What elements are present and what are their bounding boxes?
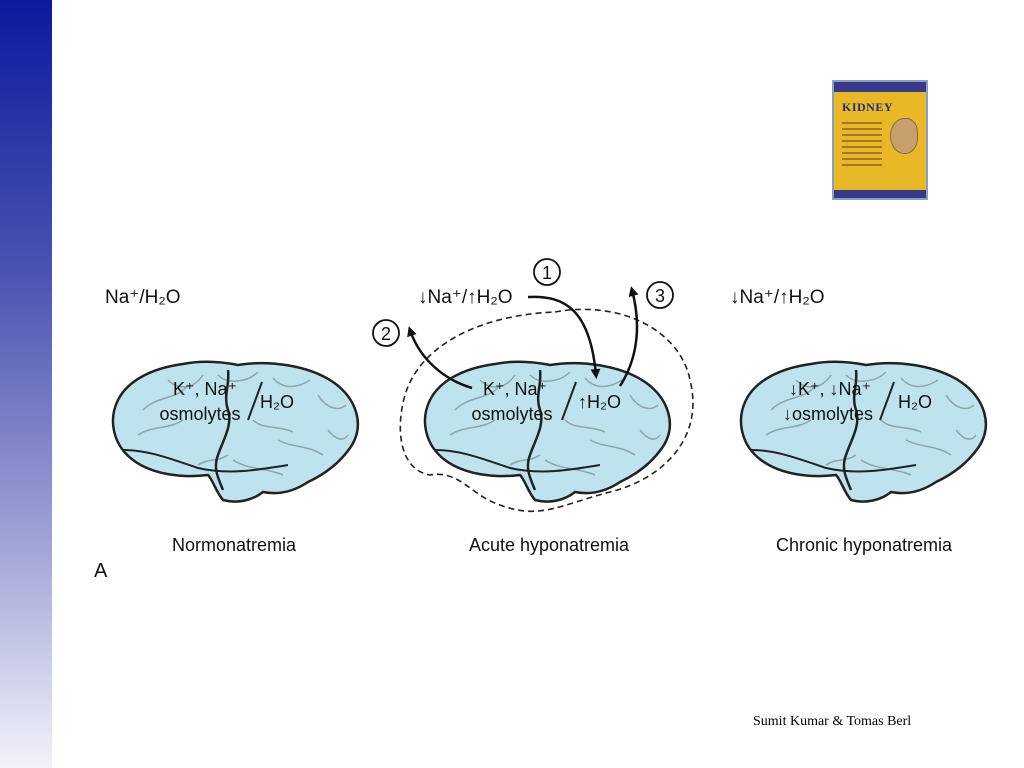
panel-3-header: ↓Na⁺/↑H₂O (730, 287, 824, 308)
panel-2-caption: Acute hyponatremia (469, 535, 630, 555)
step-3-arrow (618, 286, 639, 387)
step-1-arrow (527, 295, 601, 379)
book-top-band (834, 82, 926, 92)
step-3-number: 3 (655, 286, 665, 306)
figure-label: A (94, 560, 108, 582)
panel-1-water: H₂O (260, 392, 294, 412)
panel-1-solutes-line2: osmolytes (159, 404, 240, 424)
brain-acute-hyponatremia (423, 360, 672, 503)
panel-2-water: ↑H₂O (578, 392, 621, 412)
book-title: KIDNEY (842, 100, 894, 114)
step-2-number: 2 (381, 324, 391, 344)
panel-3-solutes-line2: ↓osmolytes (783, 404, 873, 424)
author-credit: Sumit Kumar & Tomas Berl (753, 714, 912, 729)
panel-1-solutes-line1: K⁺, Na⁺ (173, 379, 237, 399)
book-bottom-band (834, 190, 926, 198)
panel-2-solutes-line2: osmolytes (471, 404, 552, 424)
panel-normonatremia: Na⁺/H₂O K⁺, Na⁺ osmolytes H₂O Normonatre… (105, 287, 360, 555)
panel-2-solutes-line1: K⁺, Na⁺ (483, 379, 547, 399)
panel-3-divider (879, 381, 895, 421)
panel-3-solutes-line1: ↓K⁺, ↓Na⁺ (789, 379, 871, 399)
swelling-outline (399, 308, 694, 513)
panel-3-water: H₂O (898, 392, 932, 412)
panel-1-header: Na⁺/H₂O (105, 287, 180, 308)
step-3-circle (646, 281, 674, 309)
step-1-number: 1 (542, 263, 552, 283)
panel-1-caption: Normonatremia (172, 535, 297, 555)
panel-2-header: ↓Na⁺/↑H₂O (418, 287, 512, 308)
panel-chronic-hyponatremia: ↓Na⁺/↑H₂O ↓K⁺, ↓Na⁺ ↓osmolytes H₂O Chron… (730, 287, 988, 555)
panel-3-caption: Chronic hyponatremia (776, 535, 953, 555)
step-1-circle (533, 258, 561, 286)
panel-acute-hyponatremia: ↓Na⁺/↑H₂O K⁺, Na⁺ osmolytes ↑H₂O 1 2 3 A… (372, 258, 694, 555)
step-2-circle (372, 319, 400, 347)
book-text-lines (842, 122, 882, 170)
slide-sidebar-gradient (0, 0, 52, 768)
panel-1-divider (247, 381, 263, 421)
panel-2-divider (561, 381, 577, 421)
step-2-arrow (407, 326, 473, 390)
kidney-book-cover-image: KIDNEY (832, 80, 928, 200)
kidney-icon (890, 118, 918, 154)
